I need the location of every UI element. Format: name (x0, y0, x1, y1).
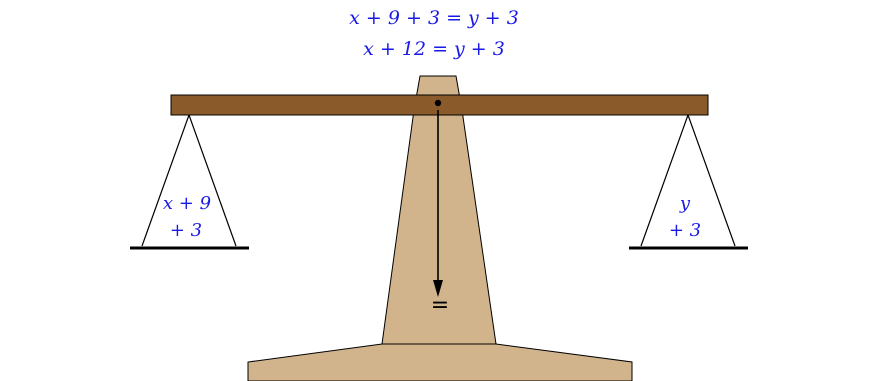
left-pan-expression-line-1: x + 9 (163, 193, 211, 214)
stand-base (248, 344, 632, 381)
equation-line-2: x + 12 = y + 3 (363, 38, 505, 60)
left-pan-expression-line-2: + 3 (170, 220, 202, 241)
right-pan-expression-line-2: + 3 (669, 220, 701, 241)
pointer-equal-sign: = (431, 293, 449, 318)
right-pan-expression-line-1: y (679, 193, 691, 214)
equation-line-1: x + 9 + 3 = y + 3 (349, 7, 519, 29)
pivot-point (435, 100, 441, 106)
